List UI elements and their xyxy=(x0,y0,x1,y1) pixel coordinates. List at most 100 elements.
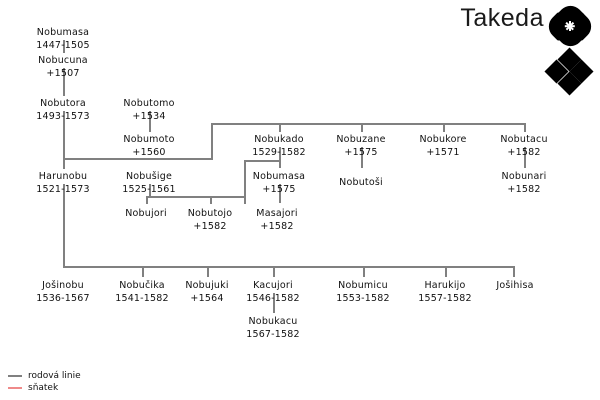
person-name: Nobukacu xyxy=(248,316,298,327)
person-name: Harukijo xyxy=(424,280,466,291)
person-dates: +1582 xyxy=(507,183,541,195)
person-name: Nobutora xyxy=(40,98,86,109)
connector-nobutora-sibbar xyxy=(63,158,211,160)
person-dates: 1536-1567 xyxy=(36,292,90,304)
connector-upper-sib-bar xyxy=(211,123,525,125)
legend-swatch-marriage xyxy=(8,387,22,389)
person-dates: 1521-1573 xyxy=(36,183,90,195)
connector-nobuzane-nobutosi xyxy=(361,147,363,168)
person-name: Nobutoši xyxy=(339,177,383,188)
person-node-nobumasa2[interactable]: Nobumasa+1575 xyxy=(253,171,305,196)
legend: rodová linie sňatek xyxy=(8,370,81,394)
takeda-branding: Takeda xyxy=(424,0,597,96)
connector-tick-nobukore xyxy=(443,123,445,132)
person-name: Nobutojo xyxy=(187,208,233,219)
connector-nobumoto-drop xyxy=(211,123,213,160)
person-name: Nobumasa xyxy=(252,171,306,182)
person-name: Jošihisa xyxy=(496,280,534,291)
person-dates: +1582 xyxy=(507,146,541,158)
page-title: Takeda xyxy=(460,4,544,32)
person-node-nobutosi[interactable]: Nobutoši xyxy=(339,177,383,190)
connector-nobumasa2-masajori xyxy=(279,184,281,203)
connector-nobukado-nobumasa2 xyxy=(279,147,281,168)
connector-nobutomo-nobumoto xyxy=(149,111,151,132)
person-node-nobutomo[interactable]: Nobutomo+1534 xyxy=(123,98,174,123)
person-dates: 1541-1582 xyxy=(115,292,169,304)
connector-tick-nobumicu xyxy=(363,266,365,277)
connector-tick-nobuzane xyxy=(361,123,363,132)
connector-tick-nobukado xyxy=(279,123,281,132)
person-node-nobujori[interactable]: Nobujori xyxy=(125,208,167,221)
person-name: Masajori xyxy=(256,208,298,219)
connector-tick-nobujori xyxy=(146,196,148,204)
person-dates: 1447-1505 xyxy=(36,39,90,51)
person-node-josihisa[interactable]: Jošihisa xyxy=(496,280,533,293)
hanabishi-flower-crest-icon xyxy=(543,0,597,52)
person-name: Nobujori xyxy=(125,208,167,219)
person-name: Nobukore xyxy=(419,134,467,145)
person-node-nobutojo[interactable]: Nobutojo+1582 xyxy=(188,208,233,233)
connector-nobukado-left-drop xyxy=(244,160,246,204)
crest-center-starburst xyxy=(564,21,575,31)
person-node-nobumoto[interactable]: Nobumoto+1560 xyxy=(123,134,174,159)
person-dates: +1560 xyxy=(132,146,166,158)
person-node-nobutacu[interactable]: Nobutacu+1582 xyxy=(500,134,547,159)
person-node-nobukore[interactable]: Nobukore+1571 xyxy=(419,134,466,159)
person-name: Nobunari xyxy=(501,171,547,182)
person-name: Nobukado xyxy=(254,134,304,145)
person-node-masajori[interactable]: Masajori+1582 xyxy=(256,208,297,233)
person-node-nobujuki[interactable]: Nobujuki+1564 xyxy=(185,280,228,305)
person-name: Nobucuna xyxy=(38,55,88,66)
connector-bottom-sib-bar xyxy=(63,266,515,268)
connector-tick-nobucika xyxy=(142,266,144,277)
person-dates: 1567-1582 xyxy=(246,328,300,340)
person-name: Nobumasa xyxy=(36,27,90,38)
person-name: Harunobu xyxy=(38,171,88,182)
connector-nobusige-sibbar xyxy=(146,196,246,198)
connector-nobukado-left-bar xyxy=(244,160,280,162)
person-name: Nobuzane xyxy=(336,134,386,145)
person-dates: 1529-1582 xyxy=(252,146,306,158)
person-name: Nobumoto xyxy=(123,134,175,145)
legend-label: rodová linie xyxy=(28,371,81,381)
person-node-nobucuna[interactable]: Nobucuna+1507 xyxy=(38,55,88,80)
person-dates: 1557-1582 xyxy=(418,292,472,304)
person-dates: 1553-1582 xyxy=(336,292,390,304)
connector-nobusige-drop xyxy=(149,184,151,196)
person-dates: +1582 xyxy=(193,220,227,232)
connector-tick-nobutacu xyxy=(524,123,526,132)
legend-swatch-line xyxy=(8,375,22,377)
connector-tick-josihisa xyxy=(513,266,515,277)
person-name: Nobumicu xyxy=(338,280,388,291)
person-node-nobuzane[interactable]: Nobuzane+1575 xyxy=(336,134,385,159)
person-dates: +1564 xyxy=(190,292,224,304)
person-dates: +1534 xyxy=(132,110,166,122)
person-dates: +1571 xyxy=(426,146,460,158)
person-dates: +1507 xyxy=(46,67,80,79)
person-dates: 1525-1561 xyxy=(122,183,176,195)
person-dates: +1575 xyxy=(262,183,296,195)
person-dates: 1493-1573 xyxy=(36,110,90,122)
legend-item-marriage: sňatek xyxy=(8,382,81,394)
person-node-nobunari[interactable]: Nobunari+1582 xyxy=(502,171,547,196)
connector-kacujori-nobukacu xyxy=(273,293,275,313)
legend-label: sňatek xyxy=(28,383,59,393)
person-name: Nobučika xyxy=(119,280,165,291)
person-dates: 1546-1582 xyxy=(246,292,300,304)
takeda-bishi-diamond-crest-icon xyxy=(544,47,594,96)
person-name: Jošinobu xyxy=(42,280,84,291)
person-name: Kacujori xyxy=(253,280,293,291)
connector-tick-kacujori xyxy=(273,266,275,277)
